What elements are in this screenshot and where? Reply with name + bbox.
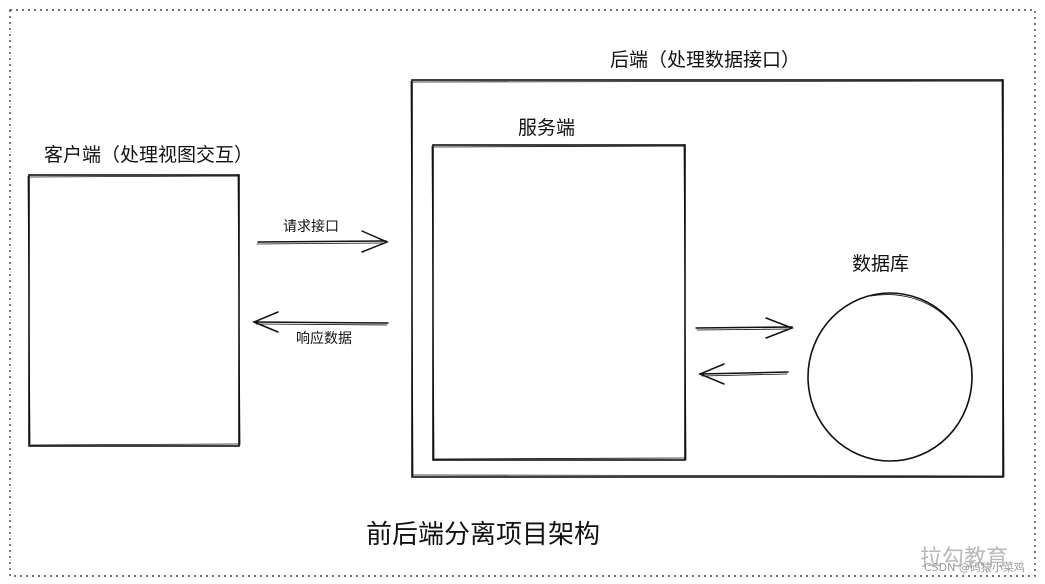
database-label: 数据库 xyxy=(852,253,910,275)
request-label: 请求接口 xyxy=(283,219,339,235)
response-arrow xyxy=(252,311,389,333)
server-box xyxy=(431,143,687,461)
database-circle xyxy=(807,292,973,462)
backend-box xyxy=(410,78,1005,478)
client-box xyxy=(27,173,241,447)
database-to-server-arrow xyxy=(698,363,789,385)
backend-label: 后端（处理数据接口） xyxy=(610,49,801,71)
server-to-database-arrow xyxy=(695,317,795,339)
diagram-title: 前后端分离项目架构 xyxy=(366,520,601,550)
watermark-credit: CSDN @码猿小菜鸡 xyxy=(924,561,1025,574)
server-label: 服务端 xyxy=(518,117,576,139)
request-arrow xyxy=(256,230,389,253)
client-label: 客户端（处理视图交互） xyxy=(44,144,254,166)
response-label: 响应数据 xyxy=(296,331,352,347)
watermark-brand: 拉勾教育 xyxy=(920,546,1009,571)
outer-frame xyxy=(9,9,1036,577)
